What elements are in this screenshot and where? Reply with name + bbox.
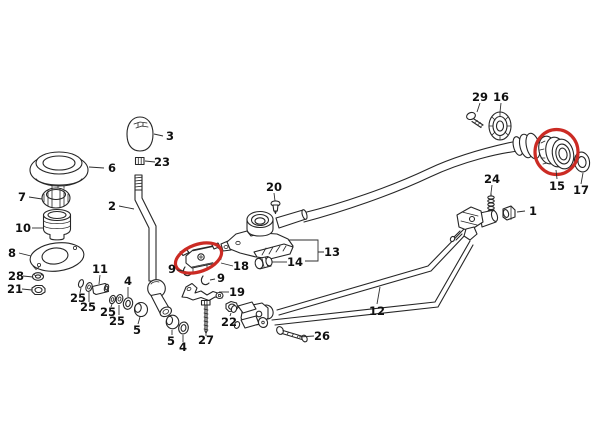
part-1-cap	[502, 205, 516, 221]
callout-26-31: 26	[314, 329, 330, 343]
leader-line-3-2	[153, 133, 164, 137]
part-5-bushing-a	[133, 301, 149, 318]
leader-line-9-10	[176, 269, 185, 272]
callout-28-33: 28	[8, 269, 24, 283]
part-25-washer-d	[115, 293, 124, 305]
callout-1-0: 1	[529, 204, 537, 218]
part-25-washer-b	[85, 282, 93, 292]
callout-25-28: 25	[80, 300, 96, 314]
leader-line-5-5	[137, 316, 141, 325]
callout-5-5: 5	[133, 323, 141, 337]
callout-25-27: 25	[70, 291, 86, 305]
leader-line-29-34	[476, 102, 481, 113]
callout-9-10: 9	[168, 262, 176, 276]
leader-line-25-27	[79, 287, 82, 294]
callout-17-19: 17	[573, 183, 589, 197]
leader-line-20-22	[273, 192, 276, 202]
callout-9-11: 9	[217, 271, 225, 285]
callout-6-7: 6	[108, 161, 116, 175]
part-clevis	[230, 301, 274, 329]
part-4-ring-b	[178, 321, 189, 335]
part-4-ring-a	[122, 297, 134, 310]
callout-layer: 1234455678991011121314151617181920212223…	[7, 90, 589, 354]
part-pivot-housing	[220, 210, 294, 260]
callout-22-24: 22	[221, 315, 237, 329]
part-26-bolt	[276, 326, 308, 343]
callout-4-4: 4	[179, 340, 187, 354]
callout-2-1: 2	[108, 199, 116, 213]
callout-27-32: 27	[198, 333, 214, 347]
part-29-bolt	[466, 111, 484, 129]
leader-line-13-15	[288, 239, 324, 262]
part-7-bushing	[41, 187, 71, 209]
part-6-boot-ring	[29, 151, 89, 190]
callout-19-21: 19	[229, 285, 245, 299]
callout-21-23: 21	[7, 282, 23, 296]
leader-line-25-29	[110, 303, 113, 308]
leader-line-18-20	[220, 262, 234, 267]
part-9-clip-right	[200, 275, 210, 286]
part-extension-rod	[275, 140, 520, 229]
part-14-bushing	[254, 255, 273, 270]
leader-line-16-18	[499, 102, 502, 113]
callout-10-12: 10	[15, 221, 31, 235]
leader-line-22-24	[229, 312, 232, 317]
callout-14-16: 14	[287, 255, 303, 269]
part-20-bolt	[270, 200, 281, 215]
part-28-washer	[31, 272, 45, 281]
callout-23-25: 23	[154, 155, 170, 169]
leader-line-28-33	[22, 275, 34, 278]
callout-16-18: 16	[493, 90, 509, 104]
callout-20-22: 20	[266, 180, 282, 194]
part-27-bolt	[200, 299, 211, 334]
leader-line-24-26	[490, 184, 493, 194]
part-2-shift-lever	[134, 174, 173, 318]
leader-line-23-25	[144, 160, 156, 163]
part-u-joint	[449, 206, 499, 243]
part-25-washer-c	[108, 294, 117, 305]
leader-line-17-19	[580, 172, 584, 185]
leader-line-7-8	[28, 196, 43, 200]
callout-3-2: 3	[166, 129, 174, 143]
callout-13-15: 13	[324, 245, 340, 259]
leader-line-12-14	[376, 286, 381, 305]
part-11-sleeve	[91, 282, 110, 296]
callout-25-29: 25	[100, 305, 116, 319]
part-8-plate	[29, 242, 85, 272]
part-3-shift-knob	[126, 116, 154, 152]
part-rod-end-rings	[512, 132, 541, 160]
part-19-bracket	[181, 282, 224, 302]
callout-29-34: 29	[472, 90, 488, 104]
leader-line-8-9	[18, 252, 32, 257]
leader-line-6-7	[88, 166, 105, 169]
part-16-grommet	[488, 111, 512, 141]
part-10-boot	[42, 208, 72, 241]
leader-line-26-31	[298, 335, 315, 338]
part-21-nut	[31, 284, 46, 296]
part-change-rod-12	[271, 228, 474, 326]
part-25-pin-a	[77, 279, 85, 288]
callout-8-9: 8	[8, 246, 16, 260]
callout-5-6: 5	[167, 334, 175, 348]
callout-4-3: 4	[124, 274, 132, 288]
callout-18-20: 18	[233, 259, 249, 273]
part-5-bushing-b	[165, 314, 180, 330]
part-15-bushing	[538, 135, 575, 170]
leader-line-21-23	[21, 288, 33, 291]
callout-25-30: 25	[109, 314, 125, 328]
callout-7-8: 7	[18, 190, 26, 204]
part-23-nut	[134, 156, 145, 166]
leader-line-9-11	[209, 278, 216, 281]
callout-12-14: 12	[369, 304, 385, 318]
leader-line-2-1	[118, 205, 135, 210]
callout-24-26: 24	[484, 172, 500, 186]
part-9-clip-left	[182, 266, 192, 277]
leader-line-15-17	[555, 169, 558, 180]
leader-line-11-13	[98, 274, 101, 285]
callout-11-13: 11	[92, 262, 108, 276]
leader-line-1-0	[516, 210, 526, 213]
highlight-circle-part-18	[173, 241, 224, 275]
callout-15-17: 15	[549, 179, 565, 193]
